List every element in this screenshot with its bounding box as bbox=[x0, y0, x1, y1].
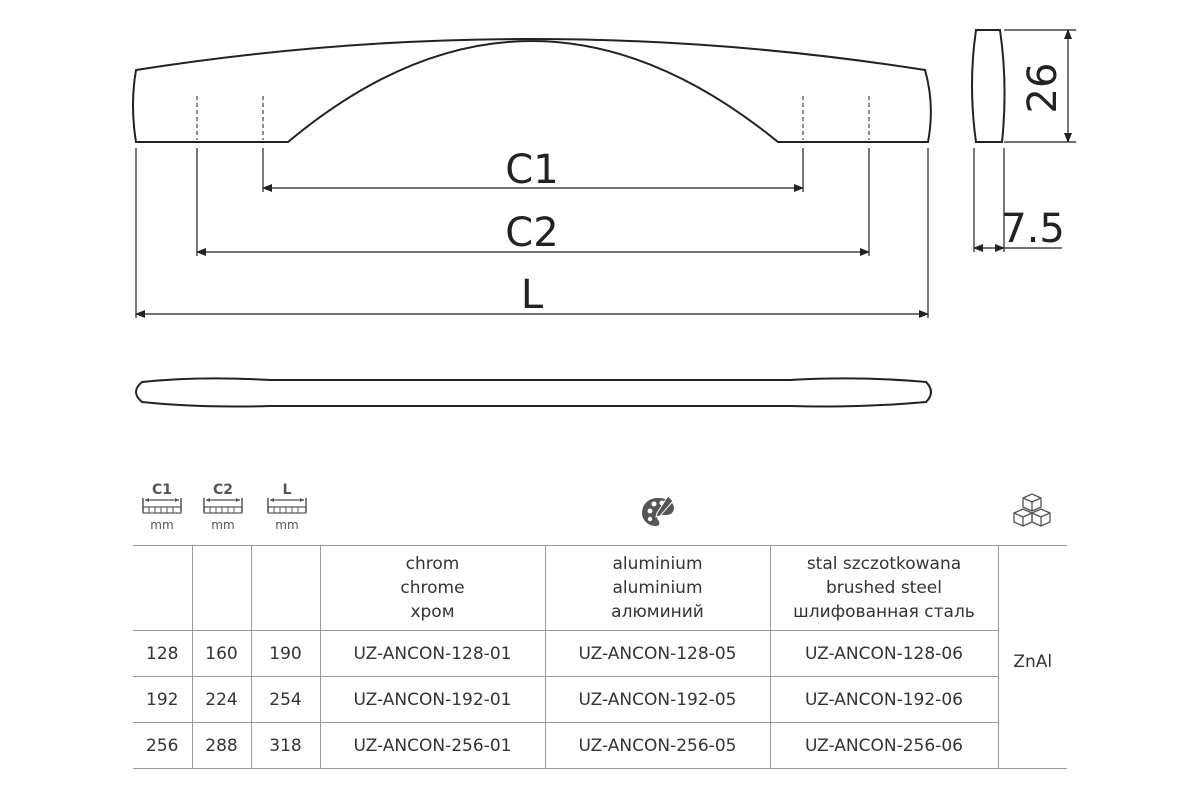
c1-value: 128 bbox=[133, 630, 193, 677]
ruler-icon bbox=[203, 498, 243, 514]
c2-header-icon: C2 mm bbox=[201, 482, 245, 531]
c2-label: C2 bbox=[505, 210, 558, 256]
depth-label: 7.5 bbox=[1001, 206, 1065, 252]
ruler-icon bbox=[267, 498, 307, 514]
height-label: 26 bbox=[1020, 63, 1066, 114]
c1-label: C1 bbox=[505, 147, 558, 193]
product-code-chrome: UZ-ANCON-128-01 bbox=[319, 630, 546, 677]
product-code-aluminium: UZ-ANCON-128-05 bbox=[544, 630, 771, 677]
table-row: 256 288 318 UZ-ANCON-256-01 UZ-ANCON-256… bbox=[133, 722, 1067, 769]
handle-front-view bbox=[132, 38, 932, 143]
product-code-brushed-steel: UZ-ANCON-256-06 bbox=[769, 722, 998, 769]
handle-side-view bbox=[971, 29, 1006, 143]
l-value: 190 bbox=[250, 630, 321, 677]
finish-name-pl: stal szczotkowana bbox=[806, 554, 962, 574]
l-label: L bbox=[521, 272, 544, 318]
finish-header-brushed-steel: stal szczotkowana brushed steel шлифован… bbox=[769, 545, 999, 631]
table-row: 192 224 254 UZ-ANCON-192-01 UZ-ANCON-192… bbox=[133, 676, 1067, 723]
c1-icon-unit: mm bbox=[150, 518, 174, 532]
product-spec-table: chrom chrome хром aluminium aluminium ал… bbox=[133, 545, 1067, 769]
finish-name-en: aluminium bbox=[612, 578, 703, 598]
c2-icon-unit: mm bbox=[211, 518, 235, 532]
finish-name-en: brushed steel bbox=[825, 578, 942, 598]
c2-value: 224 bbox=[191, 676, 252, 723]
product-code-aluminium: UZ-ANCON-192-05 bbox=[544, 676, 771, 723]
handle-drawing: C1 C2 L 26 7.5 bbox=[132, 29, 1076, 408]
l-value: 254 bbox=[250, 676, 321, 723]
product-code-chrome: UZ-ANCON-192-01 bbox=[319, 676, 546, 723]
product-code-brushed-steel: UZ-ANCON-128-06 bbox=[769, 630, 998, 677]
ruler-icon bbox=[142, 498, 182, 514]
table-row: 128 160 190 UZ-ANCON-128-01 UZ-ANCON-128… bbox=[133, 630, 1067, 677]
finish-name-ru: шлифованная сталь bbox=[793, 602, 975, 622]
cubes-icon bbox=[1013, 493, 1051, 527]
c2-value: 288 bbox=[191, 722, 252, 769]
hole-center-marks bbox=[196, 96, 870, 140]
finish-name-pl: aluminium bbox=[612, 554, 703, 574]
finish-header-aluminium: aluminium aluminium алюминий bbox=[544, 545, 771, 631]
l-icon-label: L bbox=[282, 482, 292, 498]
table-header-row: chrom chrome хром aluminium aluminium ал… bbox=[133, 545, 1067, 769]
l-value: 318 bbox=[250, 722, 321, 769]
finish-name-ru: хром bbox=[410, 602, 455, 622]
finish-header-chrome: chrom chrome хром bbox=[319, 545, 546, 631]
product-code-brushed-steel: UZ-ANCON-192-06 bbox=[769, 676, 998, 723]
c1-value: 192 bbox=[133, 676, 193, 723]
c1-value: 256 bbox=[133, 722, 193, 769]
c2-value: 160 bbox=[191, 630, 252, 677]
product-code-chrome: UZ-ANCON-256-01 bbox=[319, 722, 546, 769]
palette-icon bbox=[642, 495, 674, 526]
l-icon-unit: mm bbox=[275, 518, 299, 532]
c1-header-cell bbox=[133, 545, 193, 631]
c2-icon-label: C2 bbox=[212, 482, 233, 498]
finish-name-pl: chrom bbox=[405, 554, 460, 574]
product-code-aluminium: UZ-ANCON-256-05 bbox=[544, 722, 771, 769]
l-header-icon: L mm bbox=[265, 482, 309, 531]
l-header-cell bbox=[250, 545, 321, 631]
handle-top-view bbox=[135, 377, 932, 408]
c2-header-cell bbox=[191, 545, 252, 631]
c1-icon-label: C1 bbox=[151, 482, 172, 498]
material-cell: ZnAl bbox=[997, 545, 1067, 769]
c1-header-icon: C1 mm bbox=[140, 482, 184, 531]
finish-name-en: chrome bbox=[400, 578, 465, 598]
finish-name-ru: алюминий bbox=[611, 602, 704, 622]
